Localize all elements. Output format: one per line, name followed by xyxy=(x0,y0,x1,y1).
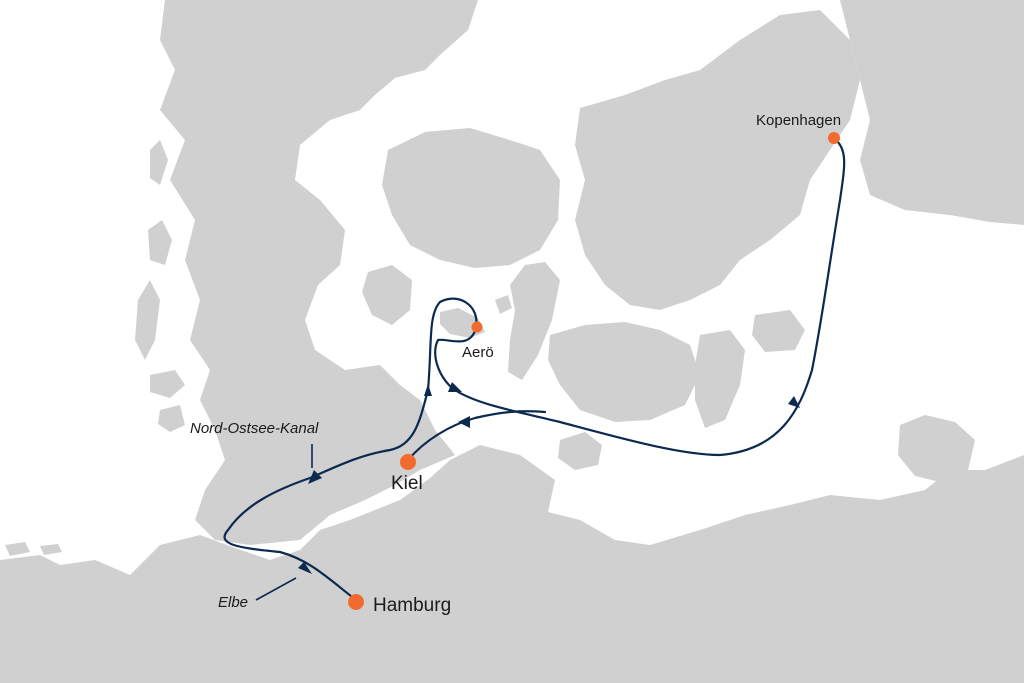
route-arrow-south xyxy=(448,382,462,392)
land-sweden xyxy=(840,0,1024,225)
land-islet-1 xyxy=(495,295,512,314)
land-foehr xyxy=(150,370,185,398)
land-fehmarn xyxy=(558,432,602,470)
port-label-kopenhagen: Kopenhagen xyxy=(756,112,841,129)
route-kiel-branch xyxy=(406,410,547,462)
land-sylt xyxy=(135,280,160,360)
route-arrow-canal xyxy=(308,470,322,484)
port-marker-hamburg xyxy=(348,594,364,610)
land-langeland xyxy=(508,262,560,380)
port-marker-kiel xyxy=(400,454,416,470)
land-als xyxy=(362,265,412,325)
cruise-route xyxy=(223,136,846,602)
land-jutland xyxy=(160,0,478,545)
route-arrow-kopenhagen xyxy=(788,396,800,408)
land-lolland xyxy=(548,322,700,422)
land-amrum xyxy=(158,405,185,432)
land-islet-3 xyxy=(618,250,650,272)
land-fyn xyxy=(382,128,560,268)
port-label-aeroe: Aerö xyxy=(462,344,494,361)
land-romo xyxy=(148,220,172,265)
land-islet-4 xyxy=(5,542,30,556)
leader-elbe xyxy=(255,577,297,601)
land-fanoe xyxy=(150,140,168,185)
land-moen xyxy=(752,310,805,352)
land-islet-5 xyxy=(40,544,62,555)
waterway-leaders xyxy=(255,444,313,601)
land-usedom xyxy=(975,510,1024,615)
land-islet-2 xyxy=(640,284,664,304)
port-markers xyxy=(348,132,840,610)
port-marker-aeroe xyxy=(471,321,483,333)
land-falster xyxy=(695,330,745,428)
port-marker-kopenhagen xyxy=(828,132,840,144)
map-labels: Hamburg Kiel Aerö Kopenhagen Elbe Nord-O… xyxy=(190,112,841,616)
waterway-label-elbe: Elbe xyxy=(218,594,248,611)
route-line xyxy=(223,136,846,602)
route-arrow-north xyxy=(424,384,432,396)
land-germany xyxy=(0,445,1024,683)
port-label-hamburg: Hamburg xyxy=(373,595,451,616)
waterway-label-nok: Nord-Ostsee-Kanal xyxy=(190,420,319,437)
route-arrow-west xyxy=(458,416,470,428)
land-ruegen xyxy=(898,415,975,482)
land-zealand xyxy=(575,10,860,310)
port-label-kiel: Kiel xyxy=(391,473,423,494)
route-arrow-elbe xyxy=(298,562,312,574)
